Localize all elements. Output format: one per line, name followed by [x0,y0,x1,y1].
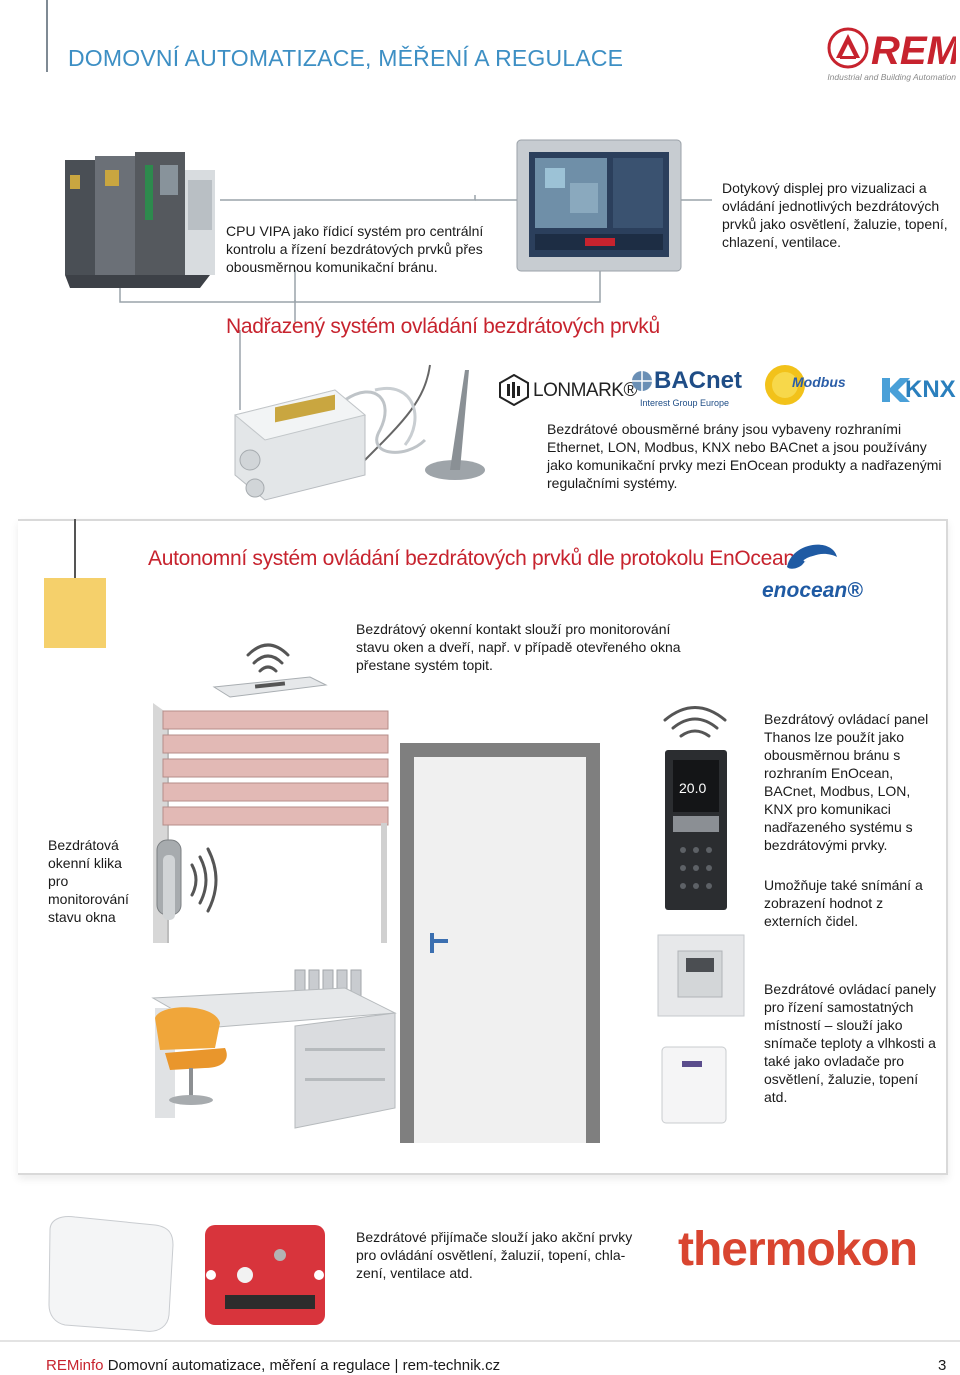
desk-image [145,968,410,1138]
receivers-description: Bezdrátové přijímače slouží jako akční p… [356,1229,633,1281]
header-divider [46,0,48,72]
page-number: 3 [938,1357,947,1374]
bacnet-logo: BACnet Interest Group Europe [630,367,750,412]
lamp-shade [44,578,106,648]
lamp-cord [74,519,76,579]
autonomous-system-panel [18,519,948,1175]
room-sensor-image [660,1045,728,1125]
gateway-description: Bezdrátové obousměrné brány jsou vybaven… [547,421,942,491]
section-title-autonomous: Autonomní systém ovládání bezdrátových p… [148,547,795,570]
footer-divider [0,1340,960,1342]
thanos-panel-image: 20.0 [655,700,740,915]
logo-text: REM [871,29,956,73]
gateway-device-image [225,360,500,510]
cpu-description: CPU VIPA jako řídicí systém pro centráln… [226,223,484,275]
window-handle-image [152,835,227,930]
room-panel-image [656,933,746,1018]
thanos-description: Bezdrátový ovládací panel Thanos lze pou… [764,711,929,853]
bacnet-subtext: Interest Group Europe [640,398,730,408]
page-title: DOMOVNÍ AUTOMATIZACE, MĚŘENÍ A REGULACE [68,45,624,71]
footer-text: REMinfo Domovní automatizace, měření a r… [46,1357,500,1374]
rem-logo: REM Industrial and Building Automation [826,18,960,86]
knx-logo: KNX [880,374,956,406]
modbus-logo: Modbus [762,362,872,408]
footer-brand: REMinfo [46,1357,104,1374]
display-description: Dotykový displej pro vizualizaci a ovlád… [722,180,948,250]
lonmark-text: LONMARK® [533,380,637,401]
room-panel-description: Bezdrátové ovládací panely pro řízení sa… [764,981,936,1105]
thanos-display-value: 20.0 [679,780,707,796]
door-image [400,743,600,1143]
connector-lines [119,195,712,410]
touch-display-image [515,138,683,273]
knx-text: KNX [905,376,956,403]
footer-description: Domovní automatizace, měření a regulace … [103,1357,501,1374]
bacnet-text: BACnet [654,367,742,394]
modbus-text: Modbus [792,374,846,390]
section-title-supervisory: Nadřazený systém ovládání bezdrátových p… [226,315,660,338]
thanos-description-2: Umožňuje také snímání a zobrazení hodnot… [764,877,923,929]
lonmark-logo: LONMARK® [498,372,637,412]
logo-tagline: Industrial and Building Automation [827,72,956,82]
window-contact-image [210,625,330,705]
enocean-text: enocean® [762,579,863,602]
window-handle-description: Bezdrátová okenní klika pro monitorování… [48,837,129,925]
enocean-logo: enocean® [762,537,872,603]
thermokon-logo: thermokon [678,1223,918,1276]
window-contact-description: Bezdrátový okenní kontakt slouží pro mon… [356,621,681,673]
cpu-vipa-image [60,150,220,290]
receivers-image [45,1215,335,1335]
